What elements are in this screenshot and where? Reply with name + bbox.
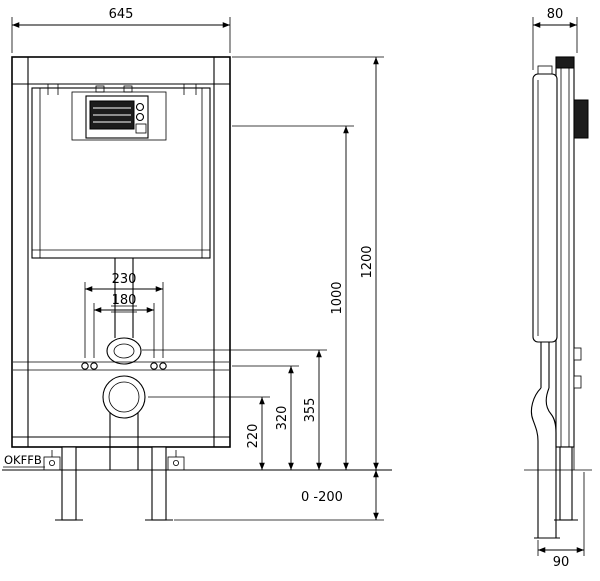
floor-anchor-right xyxy=(167,456,185,471)
dim-total-height-label: 1200 xyxy=(360,245,375,278)
dimension-upper-height: 1000 xyxy=(232,125,354,470)
dimension-flush-bend-height: 355 xyxy=(142,349,327,470)
dimension-crossbar-height: 320 xyxy=(232,365,299,470)
dim-frame-width-label: 645 xyxy=(109,7,134,22)
dim-module-depth-label: 80 xyxy=(547,7,564,22)
foot-profile xyxy=(559,446,573,521)
dimensions: 645 80 1200 1000 355 xyxy=(11,7,585,570)
floor-anchor-left xyxy=(43,456,61,471)
dimension-outlet-offset: 90 xyxy=(537,472,585,570)
dim-crossbar-height-label: 320 xyxy=(275,406,290,431)
dim-flush-bend-height-label: 355 xyxy=(303,398,318,423)
adjustable-feet xyxy=(43,446,185,521)
flush-valve-unit xyxy=(71,85,167,141)
dimension-bolt-spacing-inner: 180 xyxy=(93,293,155,358)
dimension-frame-width: 645 xyxy=(11,7,231,53)
dimension-drain-height: 220 xyxy=(148,396,270,470)
flush-actuation-duct xyxy=(573,99,589,139)
dim-drain-height-label: 220 xyxy=(246,424,261,449)
mounting-crossbar xyxy=(13,361,229,371)
dim-bolt-spacing-outer-label: 230 xyxy=(112,272,137,287)
dim-upper-height-label: 1000 xyxy=(330,281,345,314)
dim-bolt-spacing-inner-label: 180 xyxy=(112,293,137,308)
drain-connection xyxy=(102,375,146,470)
drain-bend-profile xyxy=(530,387,542,538)
mounting-bolt xyxy=(159,362,167,370)
flush-pipe xyxy=(106,258,142,365)
dimension-total-height: 1200 xyxy=(232,56,384,470)
mounting-bolt xyxy=(150,362,158,370)
cistern-profile xyxy=(532,73,558,343)
frame-outline xyxy=(11,56,231,448)
front-view: OKFFB xyxy=(2,56,392,521)
floor-reference-label: OKFFB xyxy=(4,453,42,467)
flush-bend xyxy=(106,337,142,365)
dim-foot-adjustment-label: 0 -200 xyxy=(301,490,343,505)
side-view xyxy=(524,56,592,539)
dimension-bolt-spacing-outer: 230 xyxy=(84,272,164,358)
cistern-outline xyxy=(31,87,211,259)
dimension-module-depth: 80 xyxy=(532,7,578,70)
mounting-bolt xyxy=(90,362,98,370)
mounting-bolt xyxy=(81,362,89,370)
frame-profile xyxy=(555,56,575,448)
dim-outlet-offset-label: 90 xyxy=(553,555,570,570)
dimension-foot-adjustment: 0 -200 xyxy=(174,470,384,521)
